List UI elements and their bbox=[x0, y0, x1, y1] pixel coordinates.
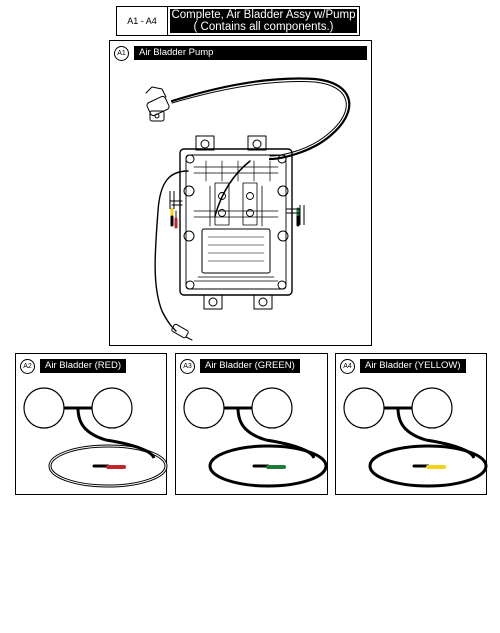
panel-a3-header: A3 Air Bladder (GREEN) bbox=[180, 358, 323, 374]
part-badge-a4: A4 bbox=[340, 358, 355, 374]
assembly-title: Complete, Air Bladder Assy w/Pump ( Cont… bbox=[170, 9, 357, 33]
part-badge-a1: A1 bbox=[114, 45, 129, 61]
panel-a4-header: A4 Air Bladder (YELLOW) bbox=[340, 358, 482, 374]
bladder-illustration-green bbox=[183, 387, 328, 488]
pump-illustration bbox=[145, 77, 351, 341]
panel-a2-header: A2 Air Bladder (RED) bbox=[20, 358, 162, 374]
panel-a1-header: A1 Air Bladder Pump bbox=[114, 45, 367, 61]
panel-a3-bladder-green: A3 Air Bladder (GREEN) bbox=[175, 353, 328, 495]
bladder-illustration-red bbox=[23, 387, 168, 488]
bladder-illustration-yellow bbox=[343, 387, 488, 488]
pump-connector bbox=[145, 86, 170, 122]
part-label-a3: Air Bladder (GREEN) bbox=[200, 359, 300, 373]
part-badge-a3: A3 bbox=[180, 358, 195, 374]
part-badge-a2: A2 bbox=[20, 358, 35, 374]
panel-a1-pump: A1 Air Bladder Pump bbox=[109, 40, 372, 346]
pump-plug bbox=[171, 323, 193, 341]
part-label-a1: Air Bladder Pump bbox=[134, 46, 367, 60]
assembly-title-line1: Complete, Air Bladder Assy w/Pump bbox=[171, 9, 356, 21]
panel-a2-bladder-red: A2 Air Bladder (RED) bbox=[15, 353, 168, 495]
assembly-header: A1 - A4 Complete, Air Bladder Assy w/Pum… bbox=[116, 6, 360, 36]
assembly-code: A1 - A4 bbox=[117, 7, 168, 35]
part-label-a4: Air Bladder (YELLOW) bbox=[360, 359, 466, 373]
part-label-a2: Air Bladder (RED) bbox=[40, 359, 127, 373]
assembly-title-line2: ( Contains all components.) bbox=[193, 21, 334, 33]
panel-a4-bladder-yellow: A4 Air Bladder (YELLOW) bbox=[335, 353, 488, 495]
